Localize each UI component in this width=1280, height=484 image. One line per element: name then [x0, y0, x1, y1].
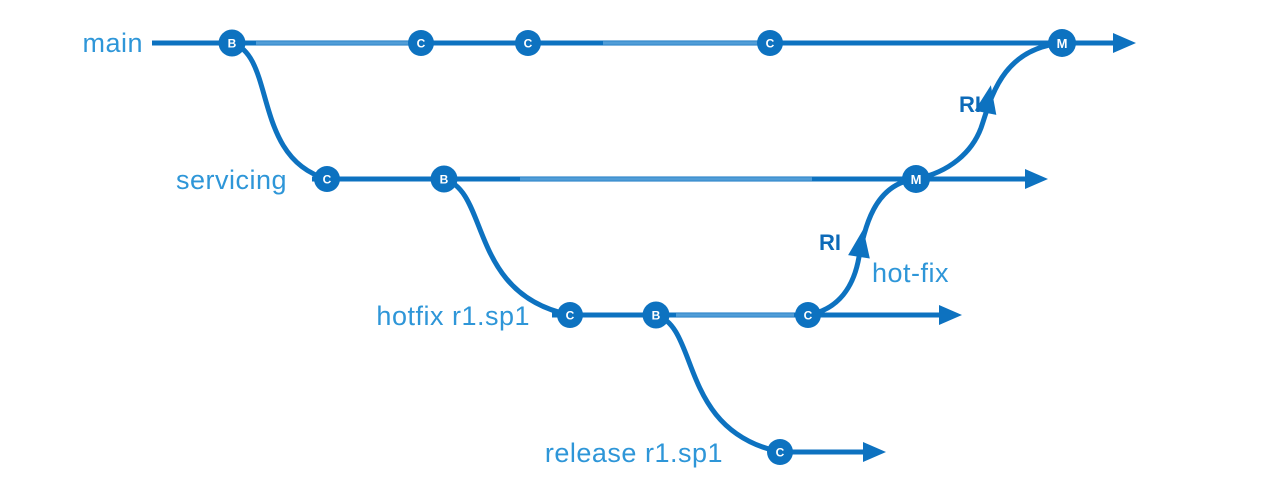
arrowhead-ri-upper-icon — [974, 85, 997, 115]
node-servicing-merge — [902, 165, 930, 193]
flow-label-hotfix-merge: hot-fix — [872, 258, 949, 288]
node-main-commit-1 — [408, 30, 434, 56]
arrowheads-group — [848, 33, 1136, 462]
node-hotfix-branch — [642, 301, 670, 329]
node-main-commit-3 — [757, 30, 783, 56]
curve-ri-servicing-to-main — [915, 40, 1063, 182]
arrowhead-ri-lower-icon — [848, 229, 870, 259]
node-servicing-branch — [430, 165, 458, 193]
node-release-commit — [767, 439, 793, 465]
curve-servicing-to-hotfix — [443, 176, 571, 318]
node-letter-c: C — [566, 309, 575, 323]
nodes-group — [218, 29, 1076, 465]
node-letter-c: C — [417, 37, 426, 51]
node-letters-group: B C C C M C B M C B C C — [228, 36, 1068, 460]
node-servicing-commit — [314, 166, 340, 192]
arrowhead-servicing-icon — [1025, 169, 1048, 189]
node-letter-c: C — [323, 173, 332, 187]
curve-hotfix-to-release — [655, 312, 781, 455]
arrowhead-release-icon — [863, 442, 886, 462]
branch-label-servicing: servicing — [176, 165, 287, 195]
node-main-commit-2 — [515, 30, 541, 56]
node-letter-c: C — [804, 309, 813, 323]
arrowhead-hotfix-icon — [939, 305, 962, 325]
line-highlight-group — [256, 41, 812, 317]
ri-labels-group: RI RI — [819, 92, 981, 255]
branch-labels-group: main servicing hotfix r1.sp1 release r1.… — [82, 28, 949, 468]
node-letter-c: C — [524, 37, 533, 51]
node-hotfix-commit-1 — [557, 302, 583, 328]
node-main-merge — [1048, 29, 1076, 57]
node-letter-c: C — [776, 446, 785, 460]
branch-label-release: release r1.sp1 — [545, 438, 723, 468]
node-letter-m: M — [1057, 36, 1068, 51]
node-letter-b: B — [440, 173, 449, 187]
arrowhead-main-icon — [1113, 33, 1136, 53]
node-letter-c: C — [766, 37, 775, 51]
branch-label-hotfix: hotfix r1.sp1 — [376, 301, 530, 331]
node-hotfix-commit-2 — [795, 302, 821, 328]
branch-label-main: main — [82, 28, 143, 58]
node-main-branch — [218, 29, 246, 57]
node-letter-m: M — [911, 172, 922, 187]
curve-ri-hotfix-to-servicing — [807, 176, 917, 318]
ri-label-lower: RI — [819, 230, 841, 255]
node-letter-b: B — [652, 309, 661, 323]
node-letter-b: B — [228, 37, 237, 51]
ri-label-upper: RI — [959, 92, 981, 117]
curve-main-to-servicing — [231, 40, 328, 182]
